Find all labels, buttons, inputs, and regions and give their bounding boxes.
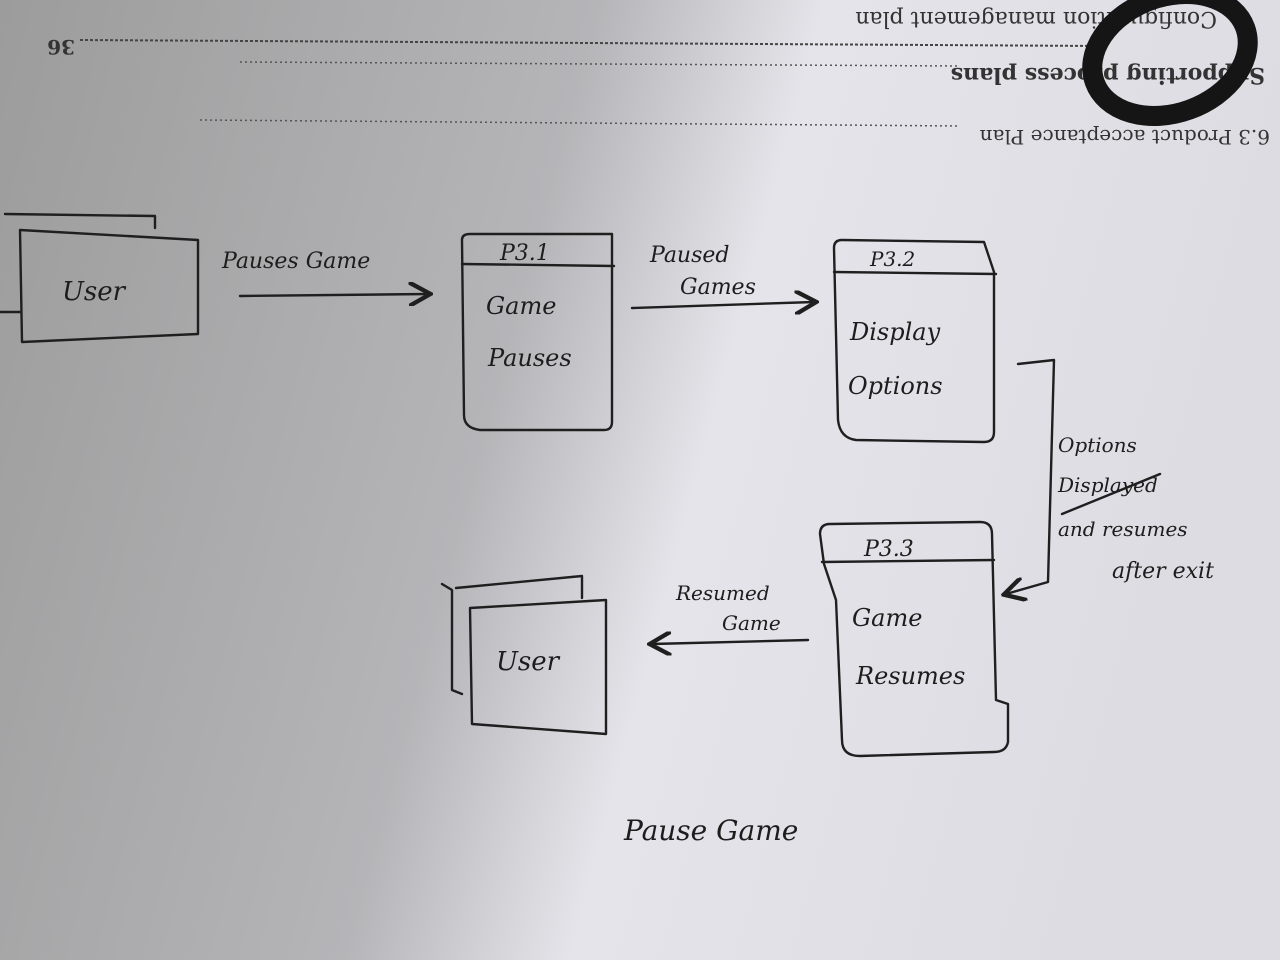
flow-label-line-1: Paused xyxy=(649,243,730,268)
process-id: P3.2 xyxy=(869,247,915,271)
process-label-line-1: Game xyxy=(852,604,922,632)
header-dotted-leader-3 xyxy=(199,119,961,127)
process-label-line-2: Pauses xyxy=(487,344,572,372)
process-label-line-2: Options xyxy=(848,372,943,400)
flow-pauses-game: Pauses Game xyxy=(221,249,428,296)
process-id: P3.3 xyxy=(863,537,914,562)
hair-tie xyxy=(1082,0,1258,126)
header-line-2: Supporting process plans xyxy=(951,62,1265,88)
flow-label-line-2: Games xyxy=(680,275,756,300)
flow-label-line-3: and resumes xyxy=(1058,517,1188,541)
process-p3-3: P3.3 Game Resumes xyxy=(818,520,1010,758)
entity-label: User xyxy=(62,277,127,307)
external-entity-user-top: User xyxy=(0,212,200,344)
header-line-3: 6.3 Product acceptance Plan xyxy=(980,125,1270,149)
header-dotted-leader-2 xyxy=(239,61,961,67)
flow-options-displayed: Options Displayed and resumes after exit xyxy=(1006,358,1214,594)
flow-label-line-1: Options xyxy=(1058,433,1137,457)
arrow xyxy=(238,294,428,296)
header-line-1: 1. Configuration management plan xyxy=(855,6,1245,31)
arrow xyxy=(652,640,810,644)
process-label-line-2: Resumes xyxy=(855,662,965,690)
flow-paused-games: Paused Games xyxy=(630,243,814,308)
entity-label: User xyxy=(496,647,561,677)
process-label-line-1: Game xyxy=(486,292,556,320)
diagram-caption: Pause Game xyxy=(623,814,798,847)
process-p3-1: P3.1 Game Pauses xyxy=(460,232,616,432)
header-dotted-rule xyxy=(79,39,1101,47)
flow-label: Pauses Game xyxy=(221,249,370,274)
printed-header: 1. Configuration management plan 36 Supp… xyxy=(47,6,1270,149)
strike-through xyxy=(1060,472,1162,516)
process-p3-2: P3.2 Display Options xyxy=(832,238,998,444)
process-id: P3.1 xyxy=(499,241,550,266)
flow-label-line-1: Resumed xyxy=(675,581,770,605)
flow-label-line-2: Game xyxy=(722,611,781,635)
flow-label-line-2: Displayed xyxy=(1057,473,1158,497)
arrow xyxy=(1006,358,1056,594)
process-label-line-1: Display xyxy=(849,318,941,346)
flow-resumed-game: Resumed Game xyxy=(652,581,810,644)
arrow xyxy=(630,302,814,308)
header-page-number: 36 xyxy=(47,35,75,59)
external-entity-user-bottom: User xyxy=(440,574,608,736)
flow-label-line-4: after exit xyxy=(1112,559,1214,584)
